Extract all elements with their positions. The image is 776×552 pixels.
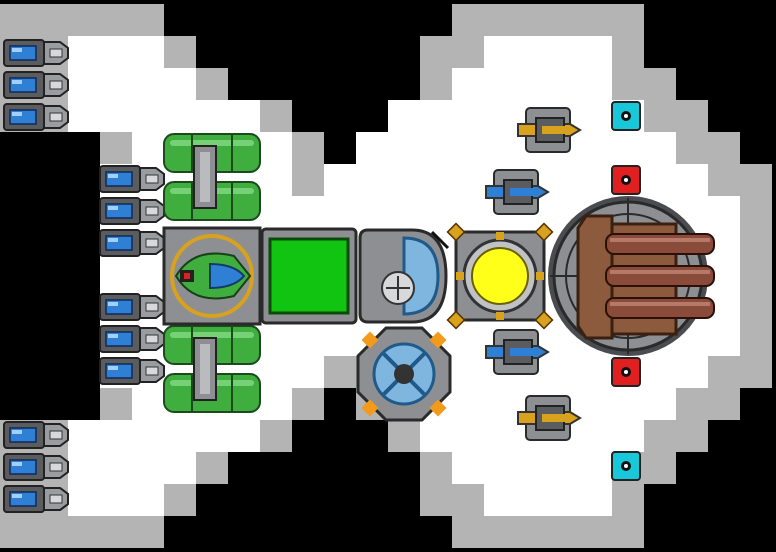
gold-turret-icon[interactable] xyxy=(517,107,582,153)
red-beacon-icon[interactable] xyxy=(611,165,641,195)
cyan-beacon-icon[interactable] xyxy=(611,451,641,481)
thruster-pod-icon[interactable] xyxy=(3,71,69,99)
missile-launcher-icon[interactable] xyxy=(576,214,715,340)
thruster-pod-icon[interactable] xyxy=(99,197,165,225)
blue-turret-icon[interactable] xyxy=(485,169,550,215)
reactor-core-icon[interactable] xyxy=(446,222,554,330)
cockpit-icon[interactable] xyxy=(162,226,262,326)
blue-turret-icon[interactable] xyxy=(485,329,550,375)
cyan-beacon-icon[interactable] xyxy=(611,101,641,131)
green-cargo-block-icon[interactable] xyxy=(260,227,358,325)
thruster-pod-icon[interactable] xyxy=(3,453,69,481)
fuel-tank-icon[interactable] xyxy=(163,325,261,413)
thruster-pod-icon[interactable] xyxy=(99,293,165,321)
thruster-pod-icon[interactable] xyxy=(3,485,69,513)
thruster-pod-icon[interactable] xyxy=(3,103,69,131)
thruster-pod-icon[interactable] xyxy=(3,421,69,449)
gyroscope-icon[interactable] xyxy=(358,228,450,324)
hull-trim xyxy=(100,132,132,420)
hull-void xyxy=(0,132,100,420)
thruster-pod-icon[interactable] xyxy=(3,39,69,67)
thruster-pod-icon[interactable] xyxy=(99,357,165,385)
red-beacon-icon[interactable] xyxy=(611,357,641,387)
gold-turret-icon[interactable] xyxy=(517,395,582,441)
thruster-pod-icon[interactable] xyxy=(99,165,165,193)
thruster-pod-icon[interactable] xyxy=(99,325,165,353)
fuel-tank-icon[interactable] xyxy=(163,133,261,221)
thruster-pod-icon[interactable] xyxy=(99,229,165,257)
shield-generator-icon[interactable] xyxy=(356,326,452,422)
